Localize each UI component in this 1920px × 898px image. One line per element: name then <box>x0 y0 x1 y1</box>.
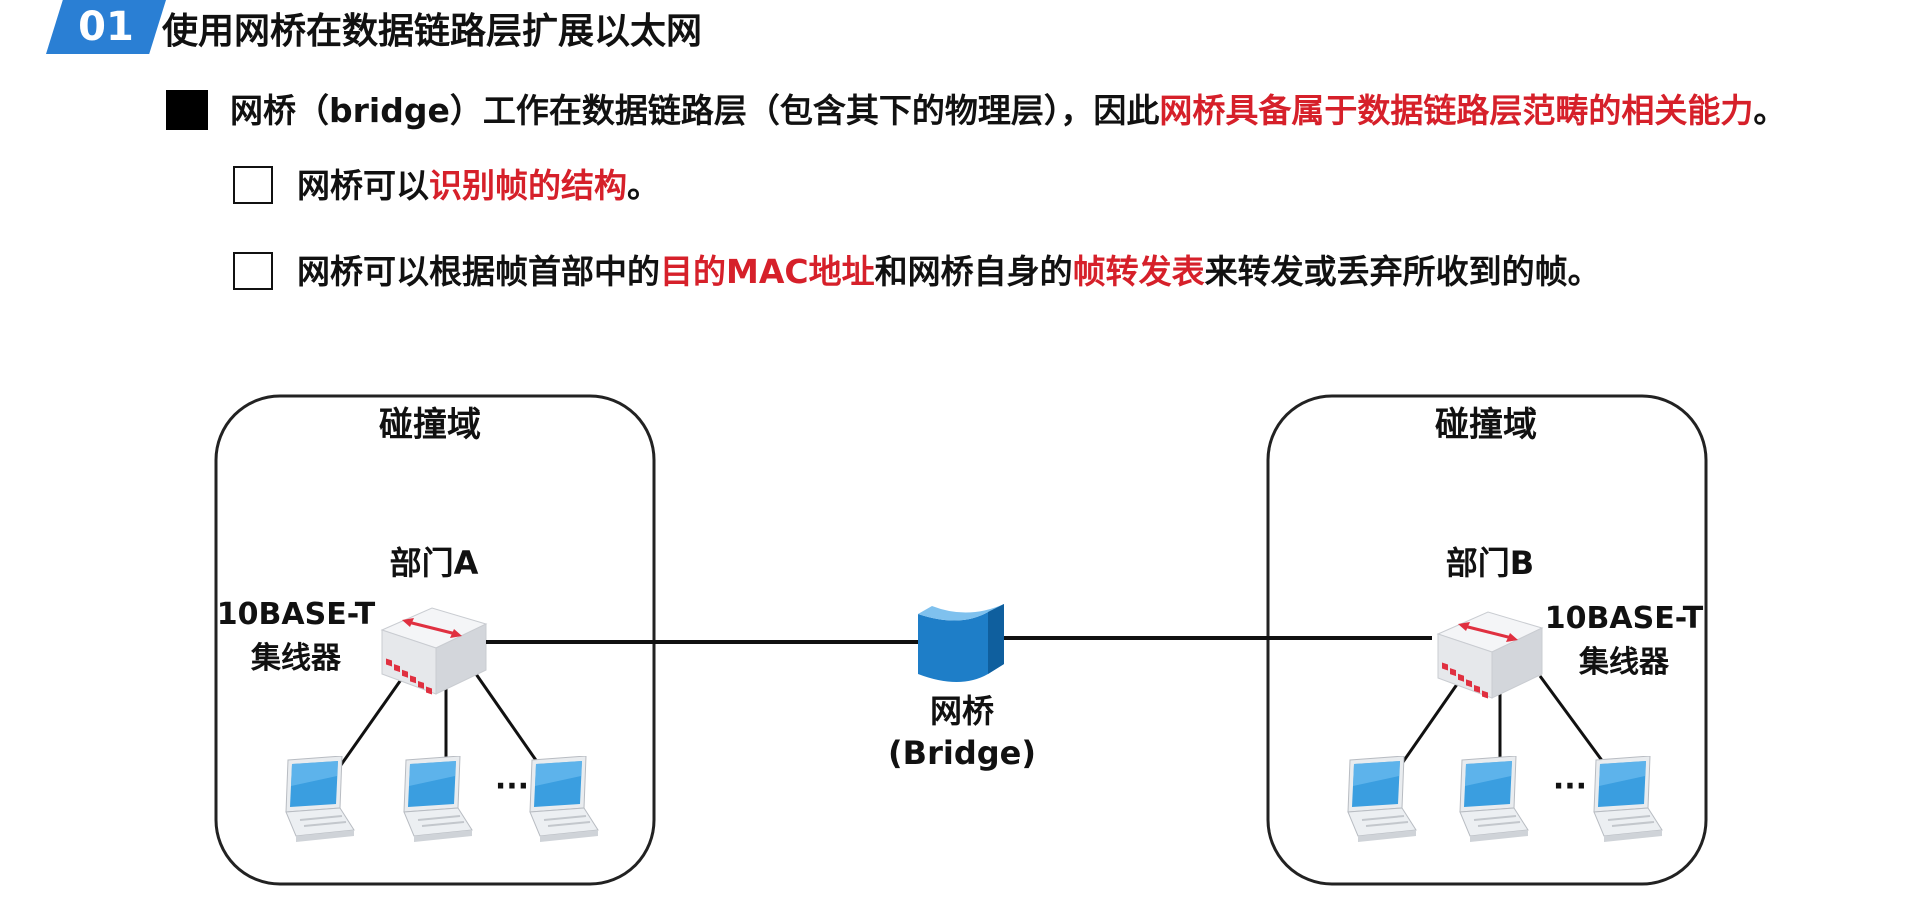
link-hub-a-laptop-1 <box>334 673 407 773</box>
laptop-icon <box>285 756 355 843</box>
sub-bullet-1-text-a: 网桥可以 <box>297 166 429 205</box>
laptop-icon <box>1593 756 1663 843</box>
sub-bullet-1-text-b: 。 <box>627 166 660 205</box>
collision-domain-right-label: 碰撞域 <box>1435 405 1537 445</box>
sub-bullet-2-highlight-1: 目的MAC地址 <box>660 252 875 291</box>
laptop-icon <box>529 756 599 843</box>
collision-domain-left-label: 碰撞域 <box>379 405 481 445</box>
sub-bullet-2: 网桥可以根据帧首部中的目的MAC地址和网桥自身的帧转发表来转发或丢弃所收到的帧。 <box>233 245 1601 293</box>
sub-bullet-1: 网桥可以识别帧的结构。 <box>233 159 660 207</box>
hub-right-icon <box>1436 610 1544 700</box>
sub-bullet-2-text-c: 来转发或丢弃所收到的帧。 <box>1204 252 1601 291</box>
hollow-square-bullet-icon <box>233 251 273 290</box>
laptop-icon <box>1347 756 1417 843</box>
main-bullet-text-b: 。 <box>1753 91 1787 130</box>
sub-bullet-2-highlight-2: 帧转发表 <box>1072 252 1205 291</box>
bridge-icon <box>918 604 1004 682</box>
collision-domain-left: 碰撞域 部门A 10BASE-T 集线器 ··· <box>214 394 656 886</box>
link-hub-b-laptop-1 <box>1394 679 1462 773</box>
dept-a-label: 部门A <box>390 544 479 582</box>
more-laptops-ellipsis-right: ··· <box>1553 769 1587 804</box>
hub-left-icon <box>380 606 488 696</box>
sub-bullet-2-text-b: 和网桥自身的 <box>874 252 1073 291</box>
main-bullet-text-a: 网桥（bridge）工作在数据链路层（包含其下的物理层），因此 <box>230 91 1160 130</box>
sub-bullet-2-text-a: 网桥可以根据帧首部中的 <box>297 252 660 291</box>
hollow-square-bullet-icon <box>233 165 273 204</box>
slide-title: 使用网桥在数据链路层扩展以太网 <box>162 11 703 52</box>
bridge-label-en: (Bridge) <box>888 734 1036 772</box>
hub-left-label-1: 10BASE-T <box>217 597 376 632</box>
slide-header: 01 使用网桥在数据链路层扩展以太网 <box>0 0 1920 60</box>
link-hub-a-laptop-3 <box>474 673 542 767</box>
sub-bullet-1-highlight: 识别帧的结构 <box>429 166 627 205</box>
filled-square-bullet-icon <box>166 89 208 130</box>
hub-right-label-2: 集线器 <box>1578 645 1670 680</box>
section-number-badge: 01 <box>46 0 166 54</box>
dept-b-label: 部门B <box>1446 544 1534 582</box>
main-bullet: 网桥（bridge）工作在数据链路层（包含其下的物理层），因此网桥具备属于数据链… <box>166 84 1786 133</box>
laptop-icon <box>403 756 473 843</box>
more-laptops-ellipsis-left: ··· <box>495 769 529 804</box>
hub-right-label-1: 10BASE-T <box>1545 601 1704 636</box>
laptop-icon <box>1459 756 1529 843</box>
link-hub-b-laptop-3 <box>1538 675 1608 767</box>
main-bullet-text-highlight: 网桥具备属于数据链路层范畴的相关能力 <box>1159 91 1754 130</box>
bridge-label-cn: 网桥 <box>930 692 994 730</box>
hub-left-label-2: 集线器 <box>250 641 342 676</box>
collision-domain-right: 碰撞域 部门B 10BASE-T 集线器 ··· <box>1266 394 1708 886</box>
